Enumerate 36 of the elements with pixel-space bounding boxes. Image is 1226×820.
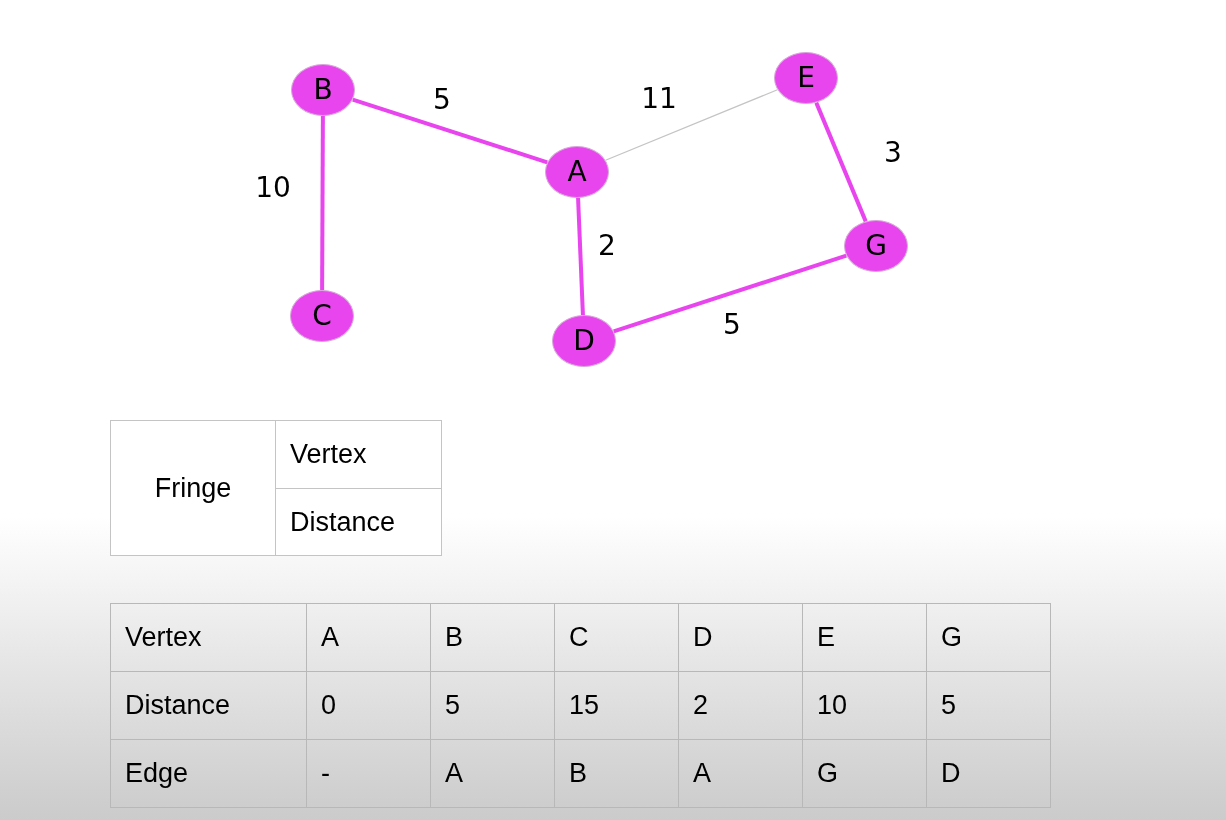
row-header-cell: Vertex	[111, 604, 307, 672]
table-cell: Distance	[276, 489, 442, 556]
graph-vertex: D	[552, 315, 616, 367]
graph-vertex: E	[774, 52, 838, 104]
row-header-cell: Fringe	[111, 421, 276, 556]
table-cell: D	[679, 604, 803, 672]
table-cell: E	[803, 604, 927, 672]
table-cell: G	[927, 604, 1051, 672]
row-header-cell: Edge	[111, 740, 307, 808]
graph-edge	[814, 101, 868, 223]
table-cell: G	[803, 740, 927, 808]
graph-edge	[613, 253, 847, 334]
table-cell: 5	[431, 672, 555, 740]
graph-edge	[576, 197, 585, 316]
table-cell: D	[927, 740, 1051, 808]
row-header-cell: Distance	[111, 672, 307, 740]
table-cell: Vertex	[276, 421, 442, 489]
graph-edge	[352, 97, 548, 165]
table-cell: 2	[679, 672, 803, 740]
graph-vertex: C	[290, 290, 354, 342]
graph-edge	[604, 89, 779, 161]
graph-vertex: B	[291, 64, 355, 116]
table-cell: A	[431, 740, 555, 808]
table-cell: 10	[803, 672, 927, 740]
table-cell: 5	[927, 672, 1051, 740]
table-cell: 0	[307, 672, 431, 740]
graph-vertex: A	[545, 146, 609, 198]
table-cell: A	[679, 740, 803, 808]
table-cell: 15	[555, 672, 679, 740]
table-cell: -	[307, 740, 431, 808]
graph-vertex: G	[844, 220, 908, 272]
table-cell: B	[431, 604, 555, 672]
table-cell: C	[555, 604, 679, 672]
table-cell: B	[555, 740, 679, 808]
table-cell: A	[307, 604, 431, 672]
graph-edge	[320, 116, 325, 290]
